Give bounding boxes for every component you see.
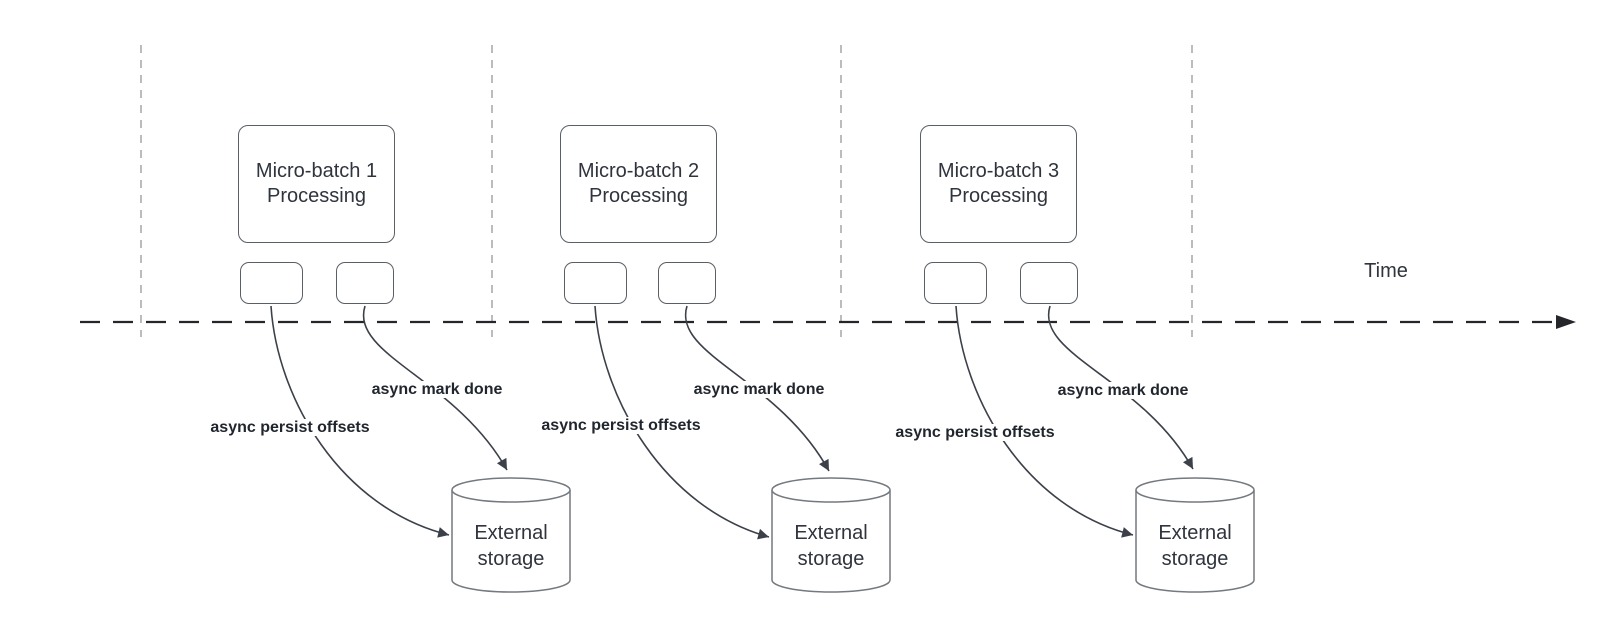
external-storage-1-line1: External <box>474 522 548 544</box>
external-storage-1-line2: storage <box>477 548 545 570</box>
micro-batch-3-offset-task-box <box>924 262 987 304</box>
persist-offsets-arrow-3 <box>955 305 1134 538</box>
persist-offsets-label-2: async persist offsets <box>538 417 704 434</box>
micro-batch-2-offset-task-box <box>564 262 627 304</box>
mark-done-label-1: async mark done <box>368 381 506 398</box>
external-storage-2-line2: storage <box>797 548 865 570</box>
persist-offsets-arrow-2 <box>594 305 770 540</box>
micro-batch-2-markdone-task-box <box>658 262 716 304</box>
storage-cylinder-3 <box>1135 477 1255 593</box>
micro-batch-3-title-line1: Micro-batch 3 <box>937 160 1060 182</box>
micro-batch-2-processing-box: Micro-batch 2 Processing <box>560 125 717 243</box>
external-storage-3-line1: External <box>1158 522 1232 544</box>
external-storage-3-line2: storage <box>1161 548 1229 570</box>
time-axis-arrowhead-icon <box>1556 315 1576 329</box>
micro-batch-3-title-line2: Processing <box>949 185 1048 207</box>
storage-cylinder-1 <box>451 477 571 593</box>
persist-offsets-label-3: async persist offsets <box>892 424 1058 441</box>
mark-done-arrow-2 <box>684 305 830 472</box>
micro-batch-1-markdone-task-box <box>336 262 394 304</box>
mark-done-label-2: async mark done <box>690 381 828 398</box>
micro-batch-3-processing-box: Micro-batch 3 Processing <box>920 125 1077 243</box>
persist-offsets-label-1: async persist offsets <box>207 419 373 436</box>
micro-batch-1-title-line2: Processing <box>267 185 366 207</box>
micro-batch-1-offset-task-box <box>240 262 303 304</box>
external-storage-2-line1: External <box>794 522 868 544</box>
external-storage-label-3: External storage <box>1136 503 1254 589</box>
external-storage-label-2: External storage <box>772 503 890 589</box>
micro-batch-3-markdone-task-box <box>1020 262 1078 304</box>
storage-cylinder-2 <box>771 477 891 593</box>
micro-batch-1-processing-box: Micro-batch 1 Processing <box>238 125 395 243</box>
persist-offsets-arrow-1 <box>270 305 450 538</box>
mark-done-arrow-3 <box>1047 305 1194 470</box>
mark-done-arrow-1 <box>362 305 508 471</box>
external-storage-label-1: External storage <box>452 503 570 589</box>
micro-batch-2-title-line2: Processing <box>589 185 688 207</box>
mark-done-label-3: async mark done <box>1054 382 1192 399</box>
micro-batch-2-title-line1: Micro-batch 2 <box>577 160 700 182</box>
micro-batch-1-title-line1: Micro-batch 1 <box>255 160 378 182</box>
time-axis-label: Time <box>1364 260 1408 282</box>
